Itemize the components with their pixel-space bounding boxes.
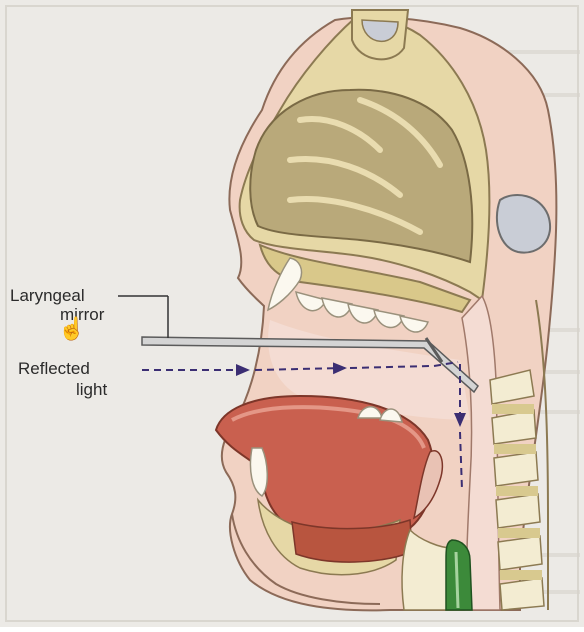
airway-tube-inner: [456, 552, 458, 608]
label-reflected-light-line1: Reflected: [18, 359, 90, 378]
label-reflected-light-line2: light: [76, 380, 107, 399]
label-laryngeal-mirror-line1: Laryngeal: [10, 286, 85, 305]
hand-pointer-icon: ☝: [58, 318, 85, 340]
